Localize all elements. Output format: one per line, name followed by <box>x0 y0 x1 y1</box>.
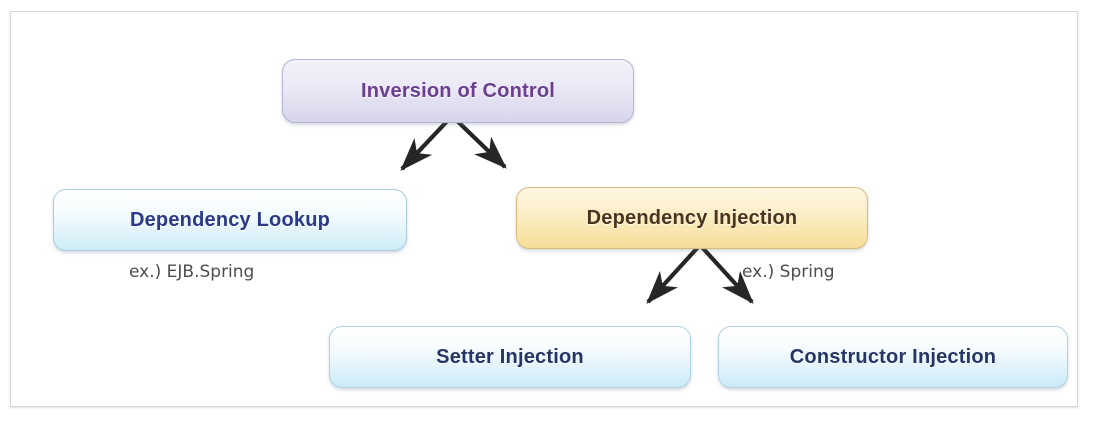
node-label-constructor-injection: Constructor Injection <box>789 346 997 368</box>
annotation-dependency-lookup-example: ex.) EJB.Spring <box>129 262 255 282</box>
node-label-dependency-lookup: Dependency Lookup <box>129 209 331 231</box>
node-inversion-of-control[interactable]: Inversion of Control <box>282 59 634 123</box>
annotation-dependency-injection-example: ex.) Spring <box>742 262 835 282</box>
node-label-setter-injection: Setter Injection <box>436 346 584 368</box>
edge-ioc-to-dependency-injection <box>450 114 507 169</box>
node-label-dependency-injection: Dependency Injection <box>586 207 798 229</box>
diagram-frame: Inversion of Control Dependency Lookup D… <box>10 11 1078 407</box>
node-label-inversion-of-control: Inversion of Control <box>361 80 555 102</box>
edge-injection-to-setter <box>646 243 702 304</box>
node-constructor-injection[interactable]: Constructor Injection <box>718 326 1068 388</box>
node-dependency-injection[interactable]: Dependency Injection <box>516 187 868 249</box>
edge-ioc-to-dependency-lookup <box>400 114 454 171</box>
node-setter-injection[interactable]: Setter Injection <box>329 326 691 388</box>
node-dependency-lookup[interactable]: Dependency Lookup <box>53 189 407 251</box>
